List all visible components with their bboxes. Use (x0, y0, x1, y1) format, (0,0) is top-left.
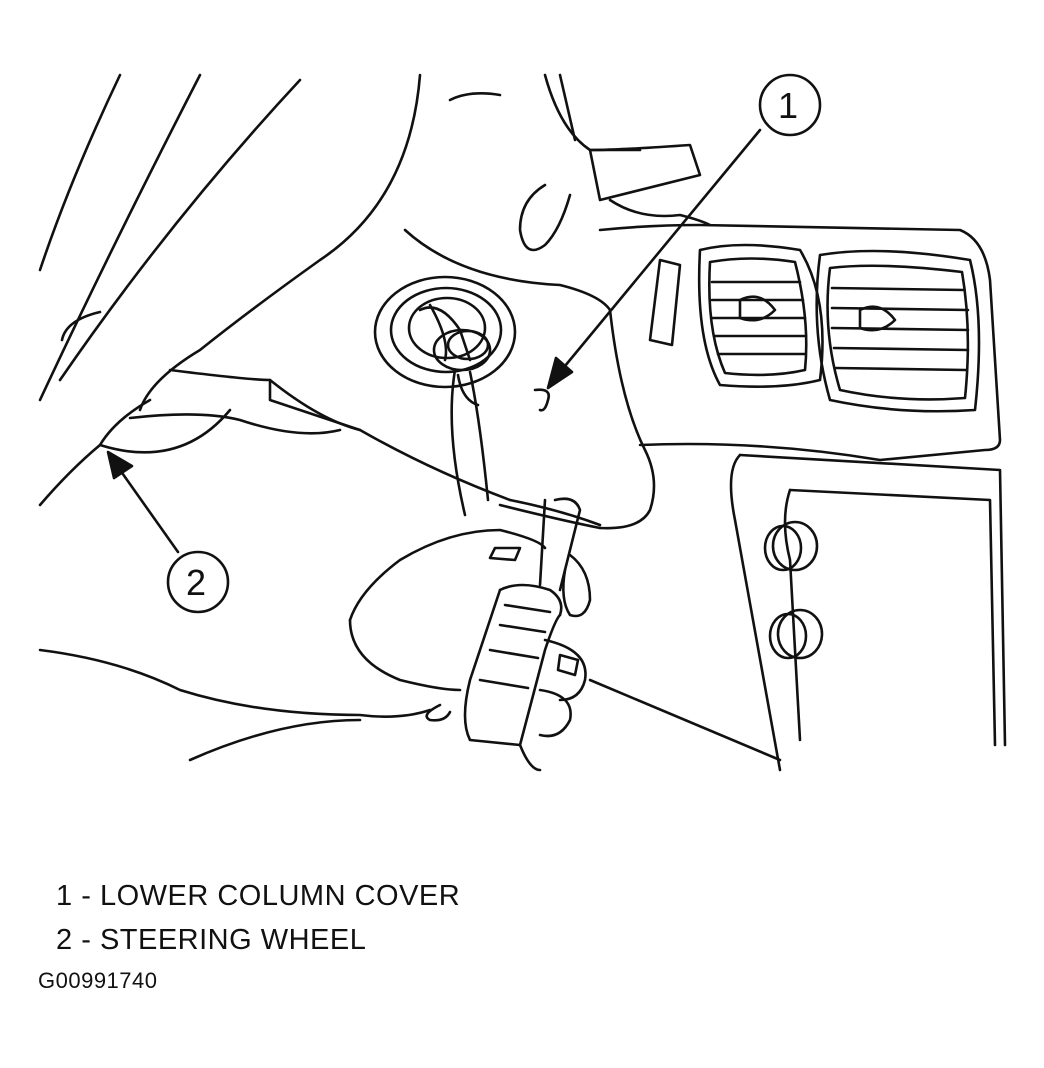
callout-2: 2 (106, 450, 230, 614)
radio-bezel (729, 453, 1007, 772)
callout-2-number: 2 (186, 562, 206, 603)
legend-item-separator: - (81, 924, 92, 956)
column-cover-removal-illustration: 1 2 (38, 73, 1007, 772)
legend-item-separator: - (81, 880, 92, 912)
legend-item: 2 - STEERING WHEEL (56, 918, 460, 962)
callout-1-number: 1 (778, 85, 798, 126)
ignition-switch (373, 275, 517, 517)
legend-item: 1 - LOWER COLUMN COVER (56, 874, 460, 918)
steering-wheel (38, 73, 302, 507)
hand-with-screwdriver (38, 497, 782, 772)
lower-column-cover (128, 73, 656, 530)
legend-item-number: 1 (56, 880, 73, 912)
callout-1: 1 (546, 73, 822, 390)
figure-id: G00991740 (38, 968, 158, 993)
legend: 1 - LOWER COLUMN COVER 2 - STEERING WHEE… (56, 874, 460, 962)
legend-item-number: 2 (56, 924, 73, 956)
legend-item-label: LOWER COLUMN COVER (99, 880, 461, 912)
instrument-panel (588, 143, 1002, 462)
legend-item-label: STEERING WHEEL (99, 924, 367, 956)
